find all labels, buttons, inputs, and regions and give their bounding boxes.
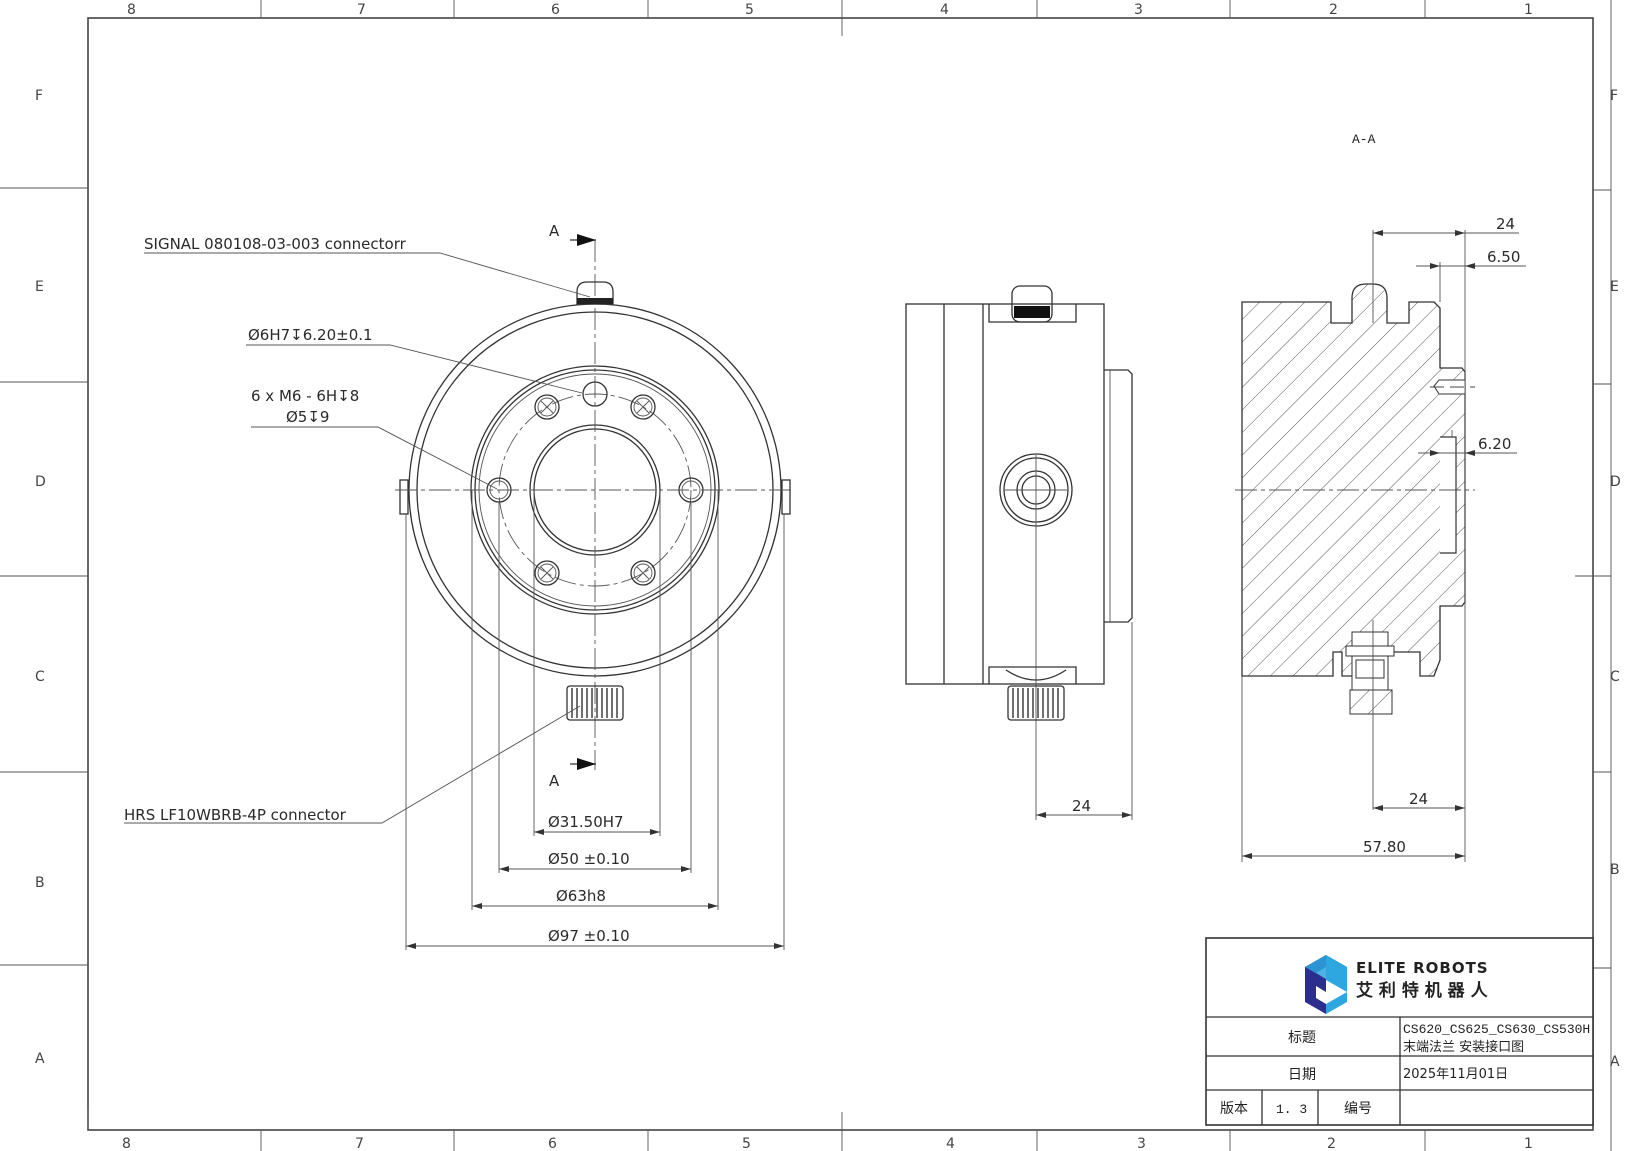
zone-col-label: 4 <box>940 2 949 18</box>
zone-row-label: A <box>35 1051 45 1067</box>
signal-connector-label: SIGNAL 080108-03-003 connectorr <box>144 235 407 253</box>
dim-outer: Ø97 ±0.10 <box>406 927 784 949</box>
section-title: A-A <box>1352 132 1376 147</box>
dim-section-620: 6.20 <box>1418 435 1517 456</box>
zone-col-label: 8 <box>122 1136 131 1151</box>
zone-col-label: 2 <box>1327 1136 1336 1151</box>
zone-col-label: 2 <box>1329 2 1338 18</box>
svg-text:Ø50 ±0.10: Ø50 ±0.10 <box>548 850 630 868</box>
svg-text:Ø31.50H7: Ø31.50H7 <box>548 813 624 831</box>
dim-section-bottom-24: 24 <box>1373 790 1465 811</box>
dim-section-total: 57.80 <box>1242 838 1465 859</box>
pin-hole-label: Ø6H7↧6.20±0.1 <box>248 326 373 344</box>
section-arrow-bottom: A <box>549 758 596 790</box>
hrs-connector-label: HRS LF10WBRB-4P connector <box>124 806 347 824</box>
zone-row-label: C <box>35 669 45 685</box>
dim-section-top-24: 24 <box>1373 215 1519 236</box>
dim-bore: Ø31.50H7 <box>534 813 660 835</box>
svg-text:6.20: 6.20 <box>1478 435 1511 453</box>
zone-row-label: D <box>1610 474 1621 490</box>
zone-row-label: B <box>35 875 45 891</box>
dim-side-24: 24 <box>1036 797 1132 818</box>
section-view: A-A 24 6.50 6.2 <box>1235 132 1526 862</box>
zone-col-label: 7 <box>357 2 366 18</box>
zone-col-label: 1 <box>1524 1136 1533 1151</box>
svg-text:A: A <box>549 222 560 240</box>
zone-col-label: 3 <box>1137 1136 1146 1151</box>
front-view: A A SIGNAL 080108-03-003 connectorr Ø6H7… <box>124 222 795 950</box>
zone-row-labels-left: F E D C B A <box>35 88 46 1067</box>
side-view: 24 <box>905 285 1133 820</box>
dim-spigot: Ø63h8 <box>472 887 718 909</box>
zone-col-label: 3 <box>1134 2 1143 18</box>
zone-col-label: 6 <box>551 2 560 18</box>
hrs-connector <box>566 685 624 721</box>
zone-row-label: A <box>1610 1054 1620 1070</box>
svg-text:Ø97 ±0.10: Ø97 ±0.10 <box>548 927 630 945</box>
zone-column-labels-bottom: 8 7 6 5 4 3 2 1 <box>122 1136 1533 1151</box>
zone-col-label: 7 <box>355 1136 364 1151</box>
zone-row-labels-right: F E D C B A <box>1610 88 1621 1070</box>
elite-robots-logo-icon <box>1305 955 1347 1014</box>
zone-row-label: F <box>35 88 43 104</box>
number-label: 编号 <box>1344 1101 1372 1117</box>
svg-text:Ø63h8: Ø63h8 <box>556 887 606 905</box>
zone-row-label: F <box>1610 88 1618 104</box>
title-line2: 末端法兰 安装接口图 <box>1403 1039 1524 1055</box>
svg-text:24: 24 <box>1409 790 1428 808</box>
zone-row-label: D <box>35 474 46 490</box>
svg-text:A: A <box>549 772 560 790</box>
signal-connector <box>576 281 614 305</box>
zone-col-label: 1 <box>1524 2 1533 18</box>
section-arrow-top: A <box>549 222 596 246</box>
version-label: 版本 <box>1220 1101 1248 1117</box>
date-label: 日期 <box>1288 1067 1316 1083</box>
zone-col-label: 4 <box>946 1136 955 1151</box>
thread-label-line1: 6 x M6 - 6H↧8 <box>251 387 359 405</box>
dim-bolt-circle: Ø50 ±0.10 <box>499 850 691 872</box>
title-block: ELITE ROBOTS 艾 利 特 机 器 人 标题 CS620_CS625_… <box>1205 937 1594 1126</box>
version-value: 1. 3 <box>1276 1102 1307 1117</box>
zone-col-label: 5 <box>745 2 754 18</box>
zone-col-label: 6 <box>548 1136 557 1151</box>
brand-name-cn: 艾 利 特 机 器 人 <box>1356 980 1489 1001</box>
brand-name-en: ELITE ROBOTS <box>1356 959 1489 977</box>
zone-column-labels-top: 8 7 6 5 4 3 2 1 <box>127 2 1533 18</box>
svg-text:6.50: 6.50 <box>1487 248 1520 266</box>
title-line1: CS620_CS625_CS630_CS530H <box>1403 1022 1590 1037</box>
zone-col-label: 8 <box>127 2 136 18</box>
date-value: 2025年11月01日 <box>1403 1067 1508 1082</box>
svg-text:24: 24 <box>1496 215 1515 233</box>
title-label: 标题 <box>1288 1030 1316 1046</box>
dim-section-650: 6.50 <box>1416 248 1526 269</box>
zone-row-label: B <box>1610 862 1620 878</box>
svg-text:57.80: 57.80 <box>1363 838 1406 856</box>
svg-text:24: 24 <box>1072 797 1091 815</box>
zone-row-label: C <box>1610 669 1620 685</box>
zone-row-label: E <box>1610 279 1619 295</box>
thread-label-line2: Ø5↧9 <box>286 408 329 426</box>
zone-row-label: E <box>35 279 44 295</box>
zone-col-label: 5 <box>742 1136 751 1151</box>
